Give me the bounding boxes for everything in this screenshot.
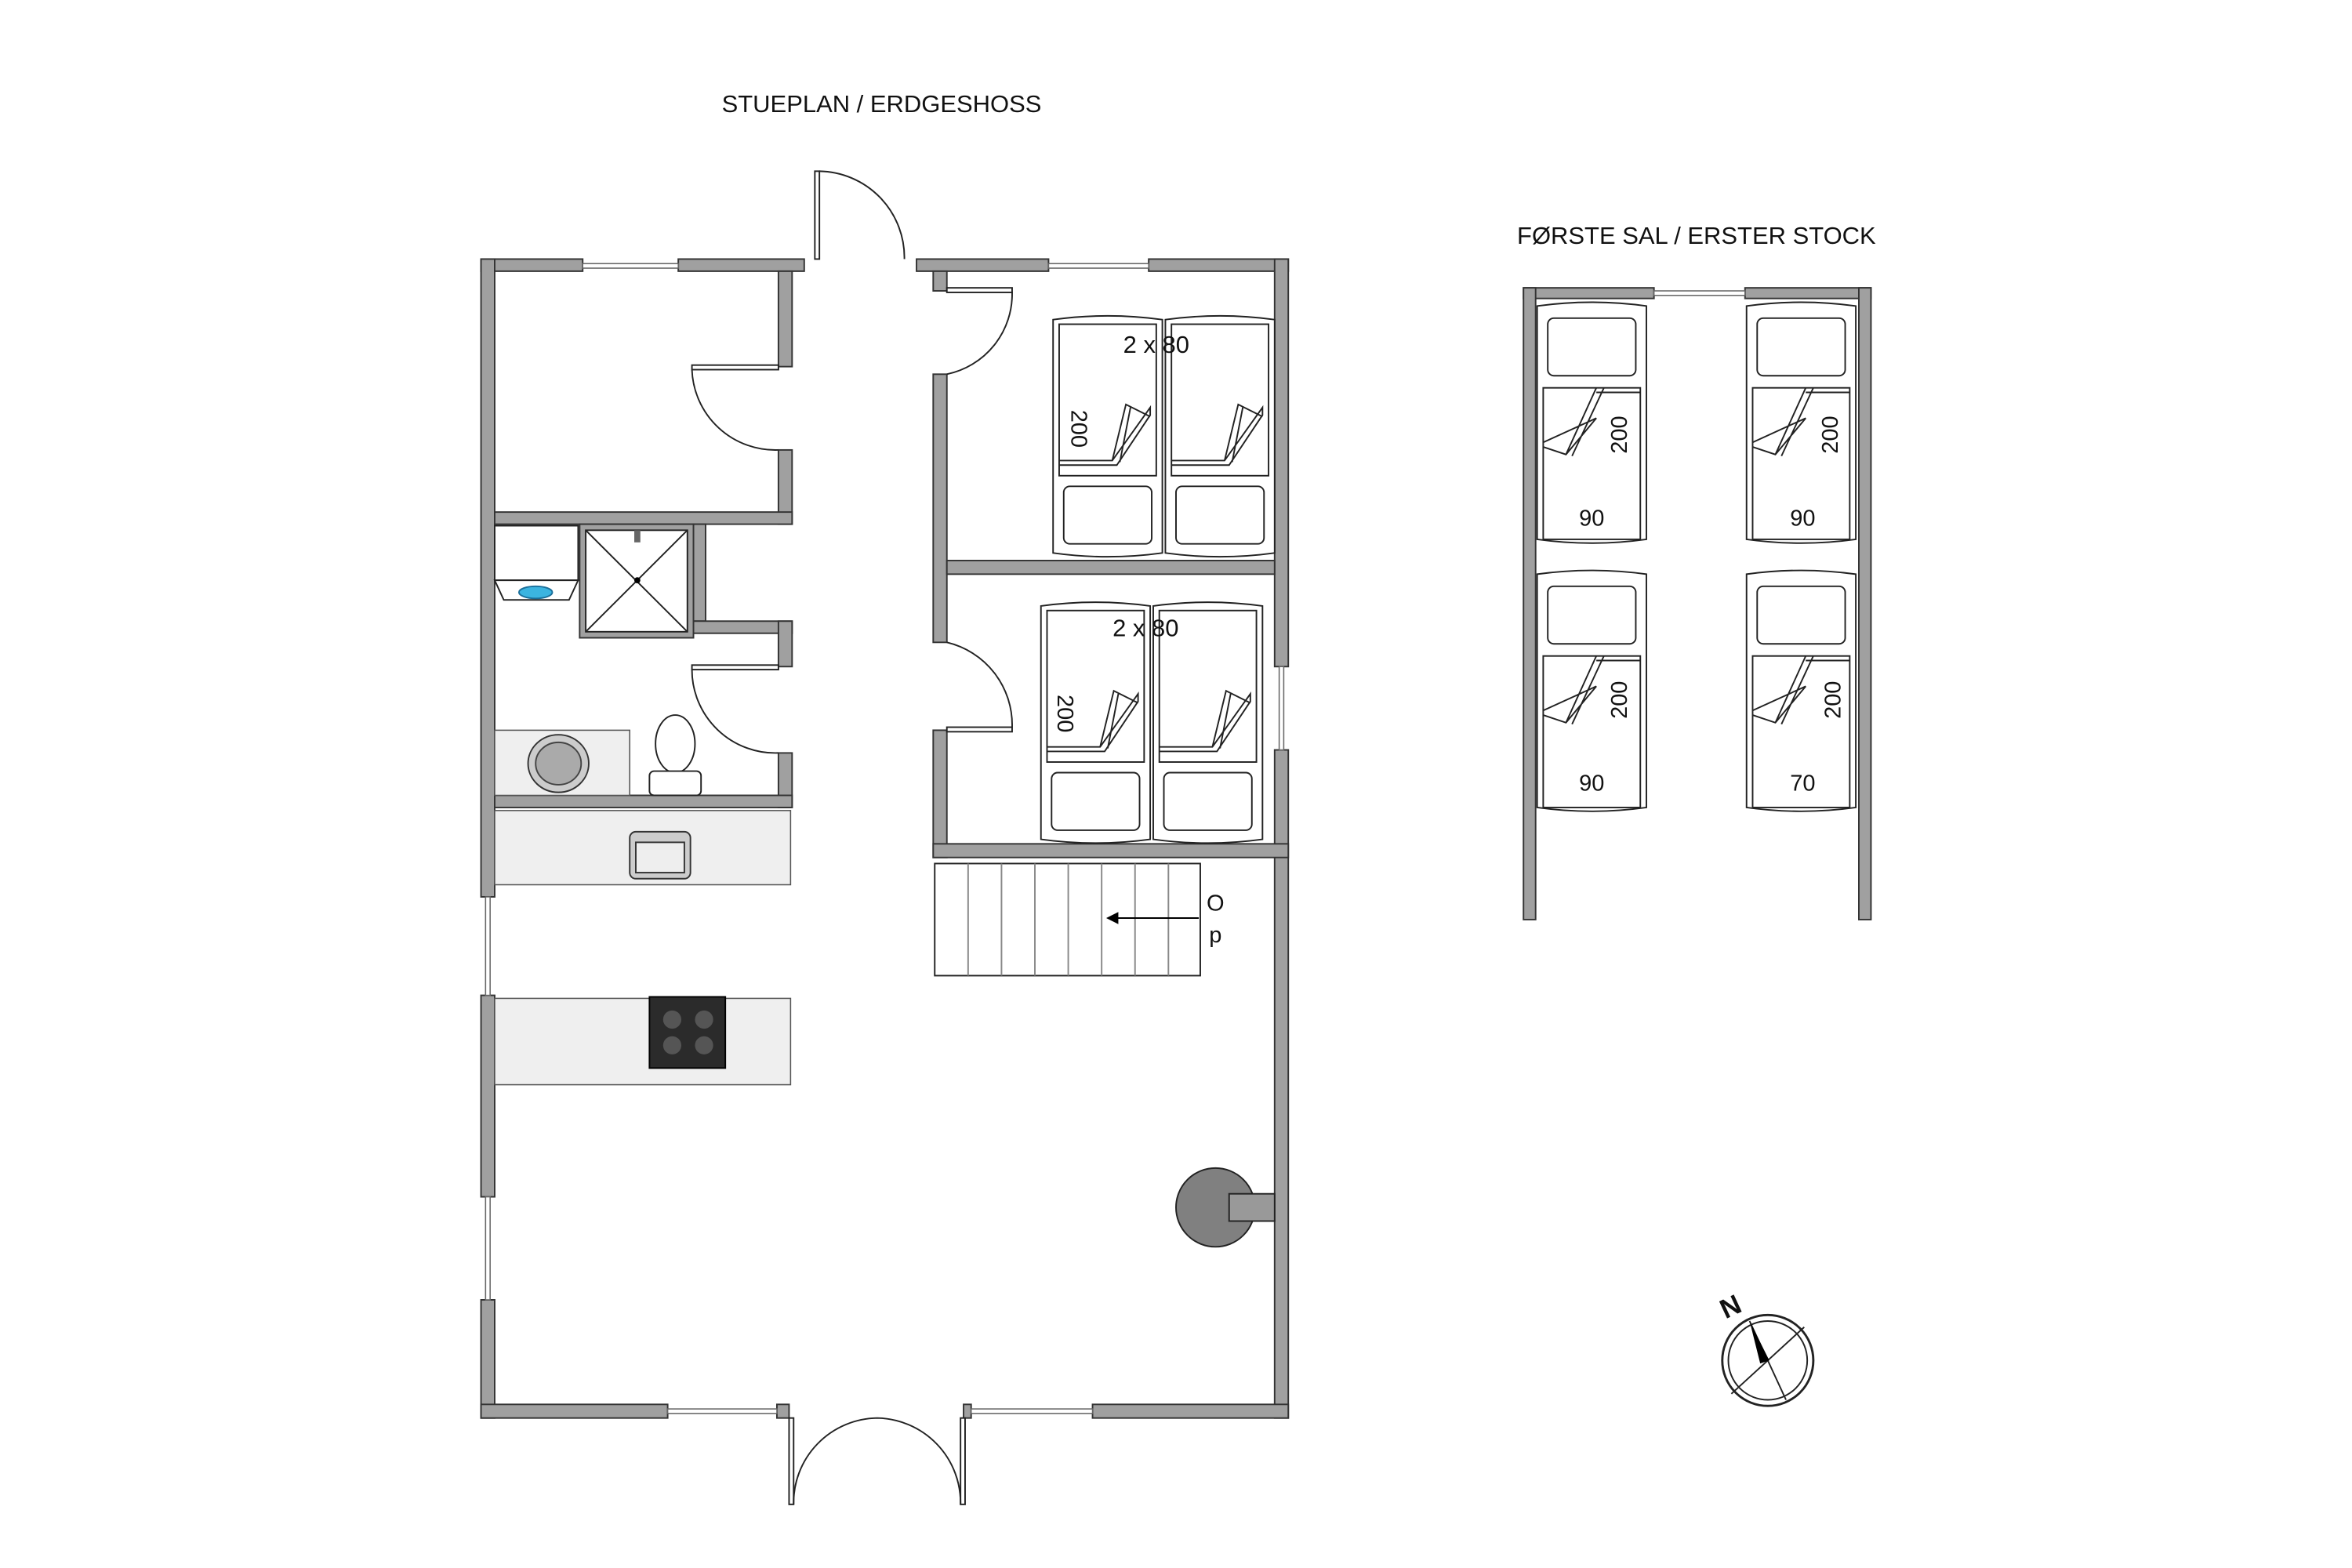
bedroom-1-door[interactable]: [946, 287, 1013, 293]
bed-width-label: 70: [1790, 771, 1815, 797]
bed-1: 200 90: [1536, 301, 1647, 544]
first-floor-walls: [1523, 287, 1872, 920]
bed-width-label: 90: [1579, 506, 1604, 532]
doors: [691, 170, 1013, 1505]
cooktop: [648, 996, 727, 1069]
bedroom-2-door[interactable]: [946, 726, 1013, 733]
ground-floor-title: STUEPLAN / ERDGESHOSS: [722, 90, 1042, 118]
kitchen: [494, 810, 1276, 1248]
bed-3: 200 90: [1536, 569, 1647, 812]
bedroom-1: 2 x 80 200: [1052, 314, 1276, 558]
bed-length-label: 200: [1052, 695, 1077, 732]
bathroom-door[interactable]: [691, 664, 779, 671]
bed-width-label: 90: [1790, 506, 1815, 532]
washing-machine: [494, 524, 579, 582]
bed-width-label: 90: [1579, 771, 1604, 797]
stairs-label-p: p: [1209, 923, 1221, 948]
bed-size-label: 2 x 80: [1123, 331, 1189, 358]
terrace-door-right[interactable]: [960, 1417, 966, 1505]
toilet: [655, 714, 696, 774]
windows: [485, 263, 1285, 1414]
entrance-door[interactable]: [814, 170, 821, 260]
bed-length-label: 200: [1821, 681, 1846, 719]
first-floor-title: FØRSTE SAL / ERSTER STOCK: [1517, 222, 1876, 249]
stairs-arrow-icon: [1105, 912, 1119, 924]
bedroom-door[interactable]: [691, 364, 779, 371]
bed-4: 200 70: [1745, 569, 1857, 812]
bed-length-label: 200: [1607, 416, 1632, 453]
bed-length-label: 200: [1065, 410, 1091, 448]
first-floor-beds: 200 90 200 90 200 90 200 70: [1536, 301, 1857, 812]
hob-counter: [494, 997, 792, 1086]
bed-length-label: 200: [1818, 416, 1843, 453]
north-label: N: [1715, 1289, 1746, 1325]
bathroom-fixtures: [493, 523, 702, 797]
bed-length-label: 200: [1607, 681, 1632, 719]
compass: N: [1715, 1289, 1815, 1407]
north-arrow-icon: [1749, 1321, 1769, 1364]
bed-2: 200 90: [1745, 301, 1857, 544]
stairs-label-o: O: [1207, 891, 1225, 916]
terrace-door-left[interactable]: [788, 1417, 795, 1505]
staircase: O p: [934, 862, 1225, 977]
bedroom-2: 2 x 80 200: [1040, 601, 1264, 844]
bed-size-label: 2 x 80: [1112, 615, 1178, 642]
